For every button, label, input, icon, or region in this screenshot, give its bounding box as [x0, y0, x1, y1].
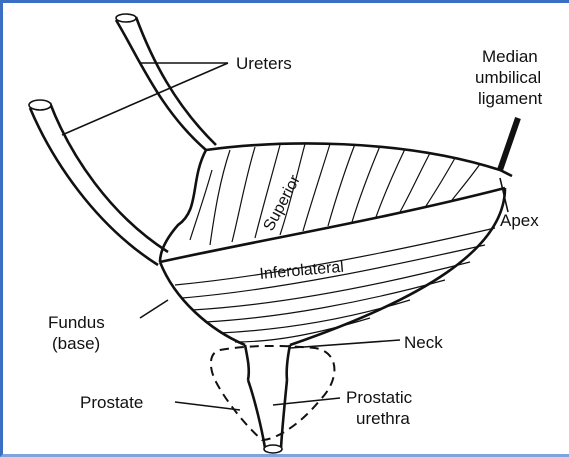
label-neck: Neck — [404, 333, 443, 352]
label-median-line3: ligament — [478, 89, 543, 108]
median-umbilical-ligament — [500, 118, 518, 170]
label-fundus-line1: Fundus — [48, 313, 105, 332]
label-inferolateral: Inferolateral — [259, 259, 345, 283]
superior-surface-hatching — [190, 144, 480, 245]
inferolateral-hatching — [175, 228, 495, 342]
label-ureters: Ureters — [236, 54, 292, 73]
label-median-line2: umbilical — [475, 68, 541, 87]
ureter-left — [29, 100, 168, 265]
prostate-outline — [211, 346, 335, 440]
ureter-right — [116, 14, 216, 150]
prostatic-urethra — [248, 380, 287, 453]
label-superior: Superior — [261, 172, 305, 234]
label-prostatic-line1: Prostatic — [346, 388, 413, 407]
label-median-line1: Median — [482, 47, 538, 66]
label-fundus-line2: (base) — [52, 334, 100, 353]
label-apex: Apex — [500, 211, 539, 230]
label-prostate: Prostate — [80, 393, 143, 412]
label-prostatic-line2: urethra — [356, 409, 410, 428]
